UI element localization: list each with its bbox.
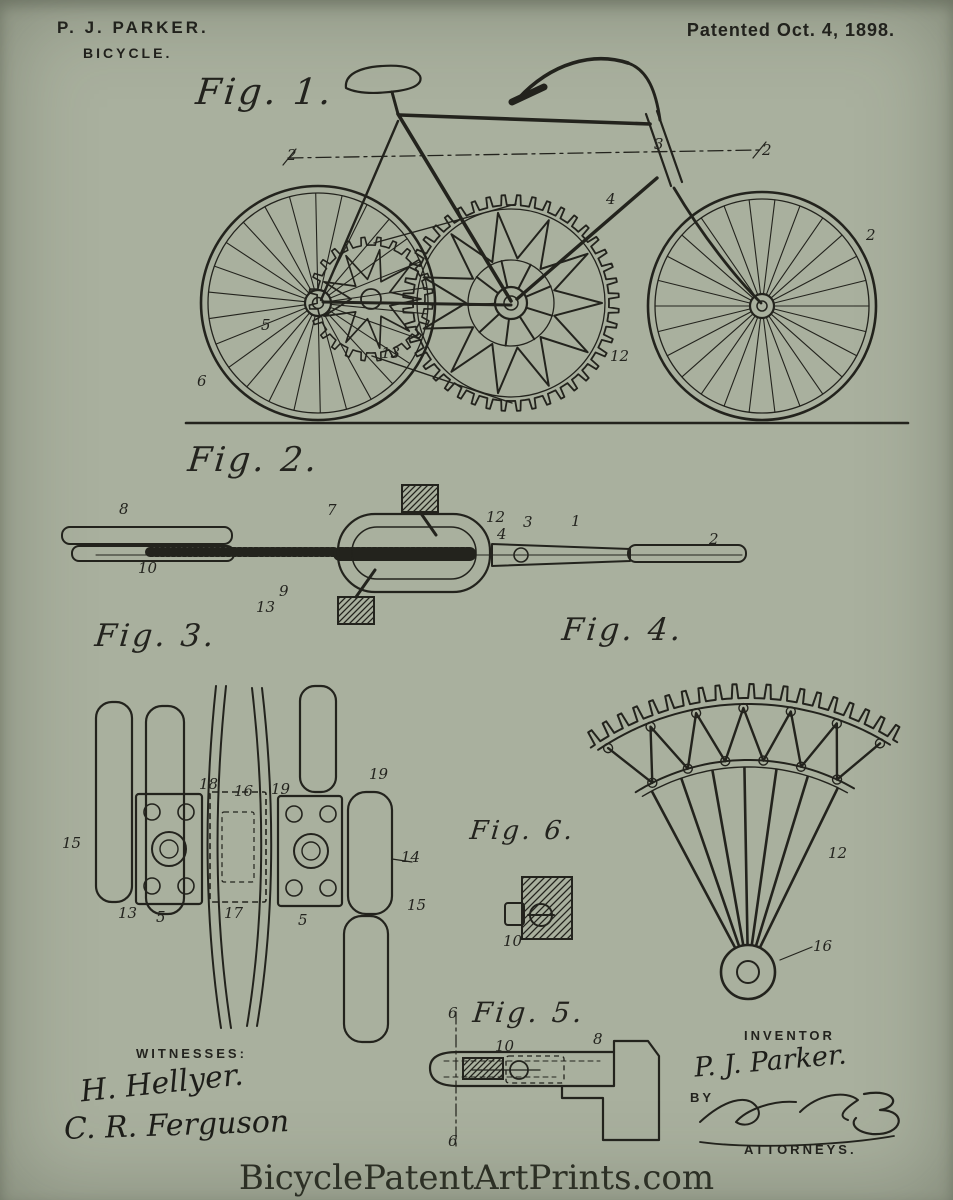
fig4-gear-sector-drawing [587, 683, 901, 1001]
attorney-signature-squiggle [699, 1091, 900, 1147]
fig5-section-detail-drawing [428, 1011, 661, 1151]
watermark-text: BicyclePatentArtPrints.com [238, 1158, 715, 1198]
header-invention-title: BICYCLE. [83, 45, 173, 61]
fig1-label: Fig. 1. [193, 72, 336, 113]
fig4-label: Fig. 4. [560, 612, 686, 648]
fig2-label: Fig. 2. [185, 440, 322, 480]
fig3-label: Fig. 3. [93, 618, 219, 654]
attorneys-heading: ATTORNEYS. [744, 1142, 857, 1157]
header-left: P. J. PARKER. BICYCLE. [57, 18, 209, 61]
header-inventor-name: P. J. PARKER. [57, 18, 209, 37]
by-label: BY [690, 1090, 715, 1105]
fig1-bicycle-side-view-drawing [184, 56, 910, 425]
fig6-label: Fig. 6. [468, 816, 577, 846]
witnesses-heading: WITNESSES: [136, 1046, 247, 1061]
patent-date: Patented Oct. 4, 1898. [686, 20, 895, 40]
fig5-label: Fig. 5. [471, 996, 587, 1029]
fig6-fastener-detail-drawing [504, 876, 573, 940]
fig3-hub-spring-detail-drawing [94, 684, 413, 1044]
inventor-heading: INVENTOR [744, 1028, 835, 1043]
fig2-crank-axle-plan-drawing [61, 484, 747, 625]
